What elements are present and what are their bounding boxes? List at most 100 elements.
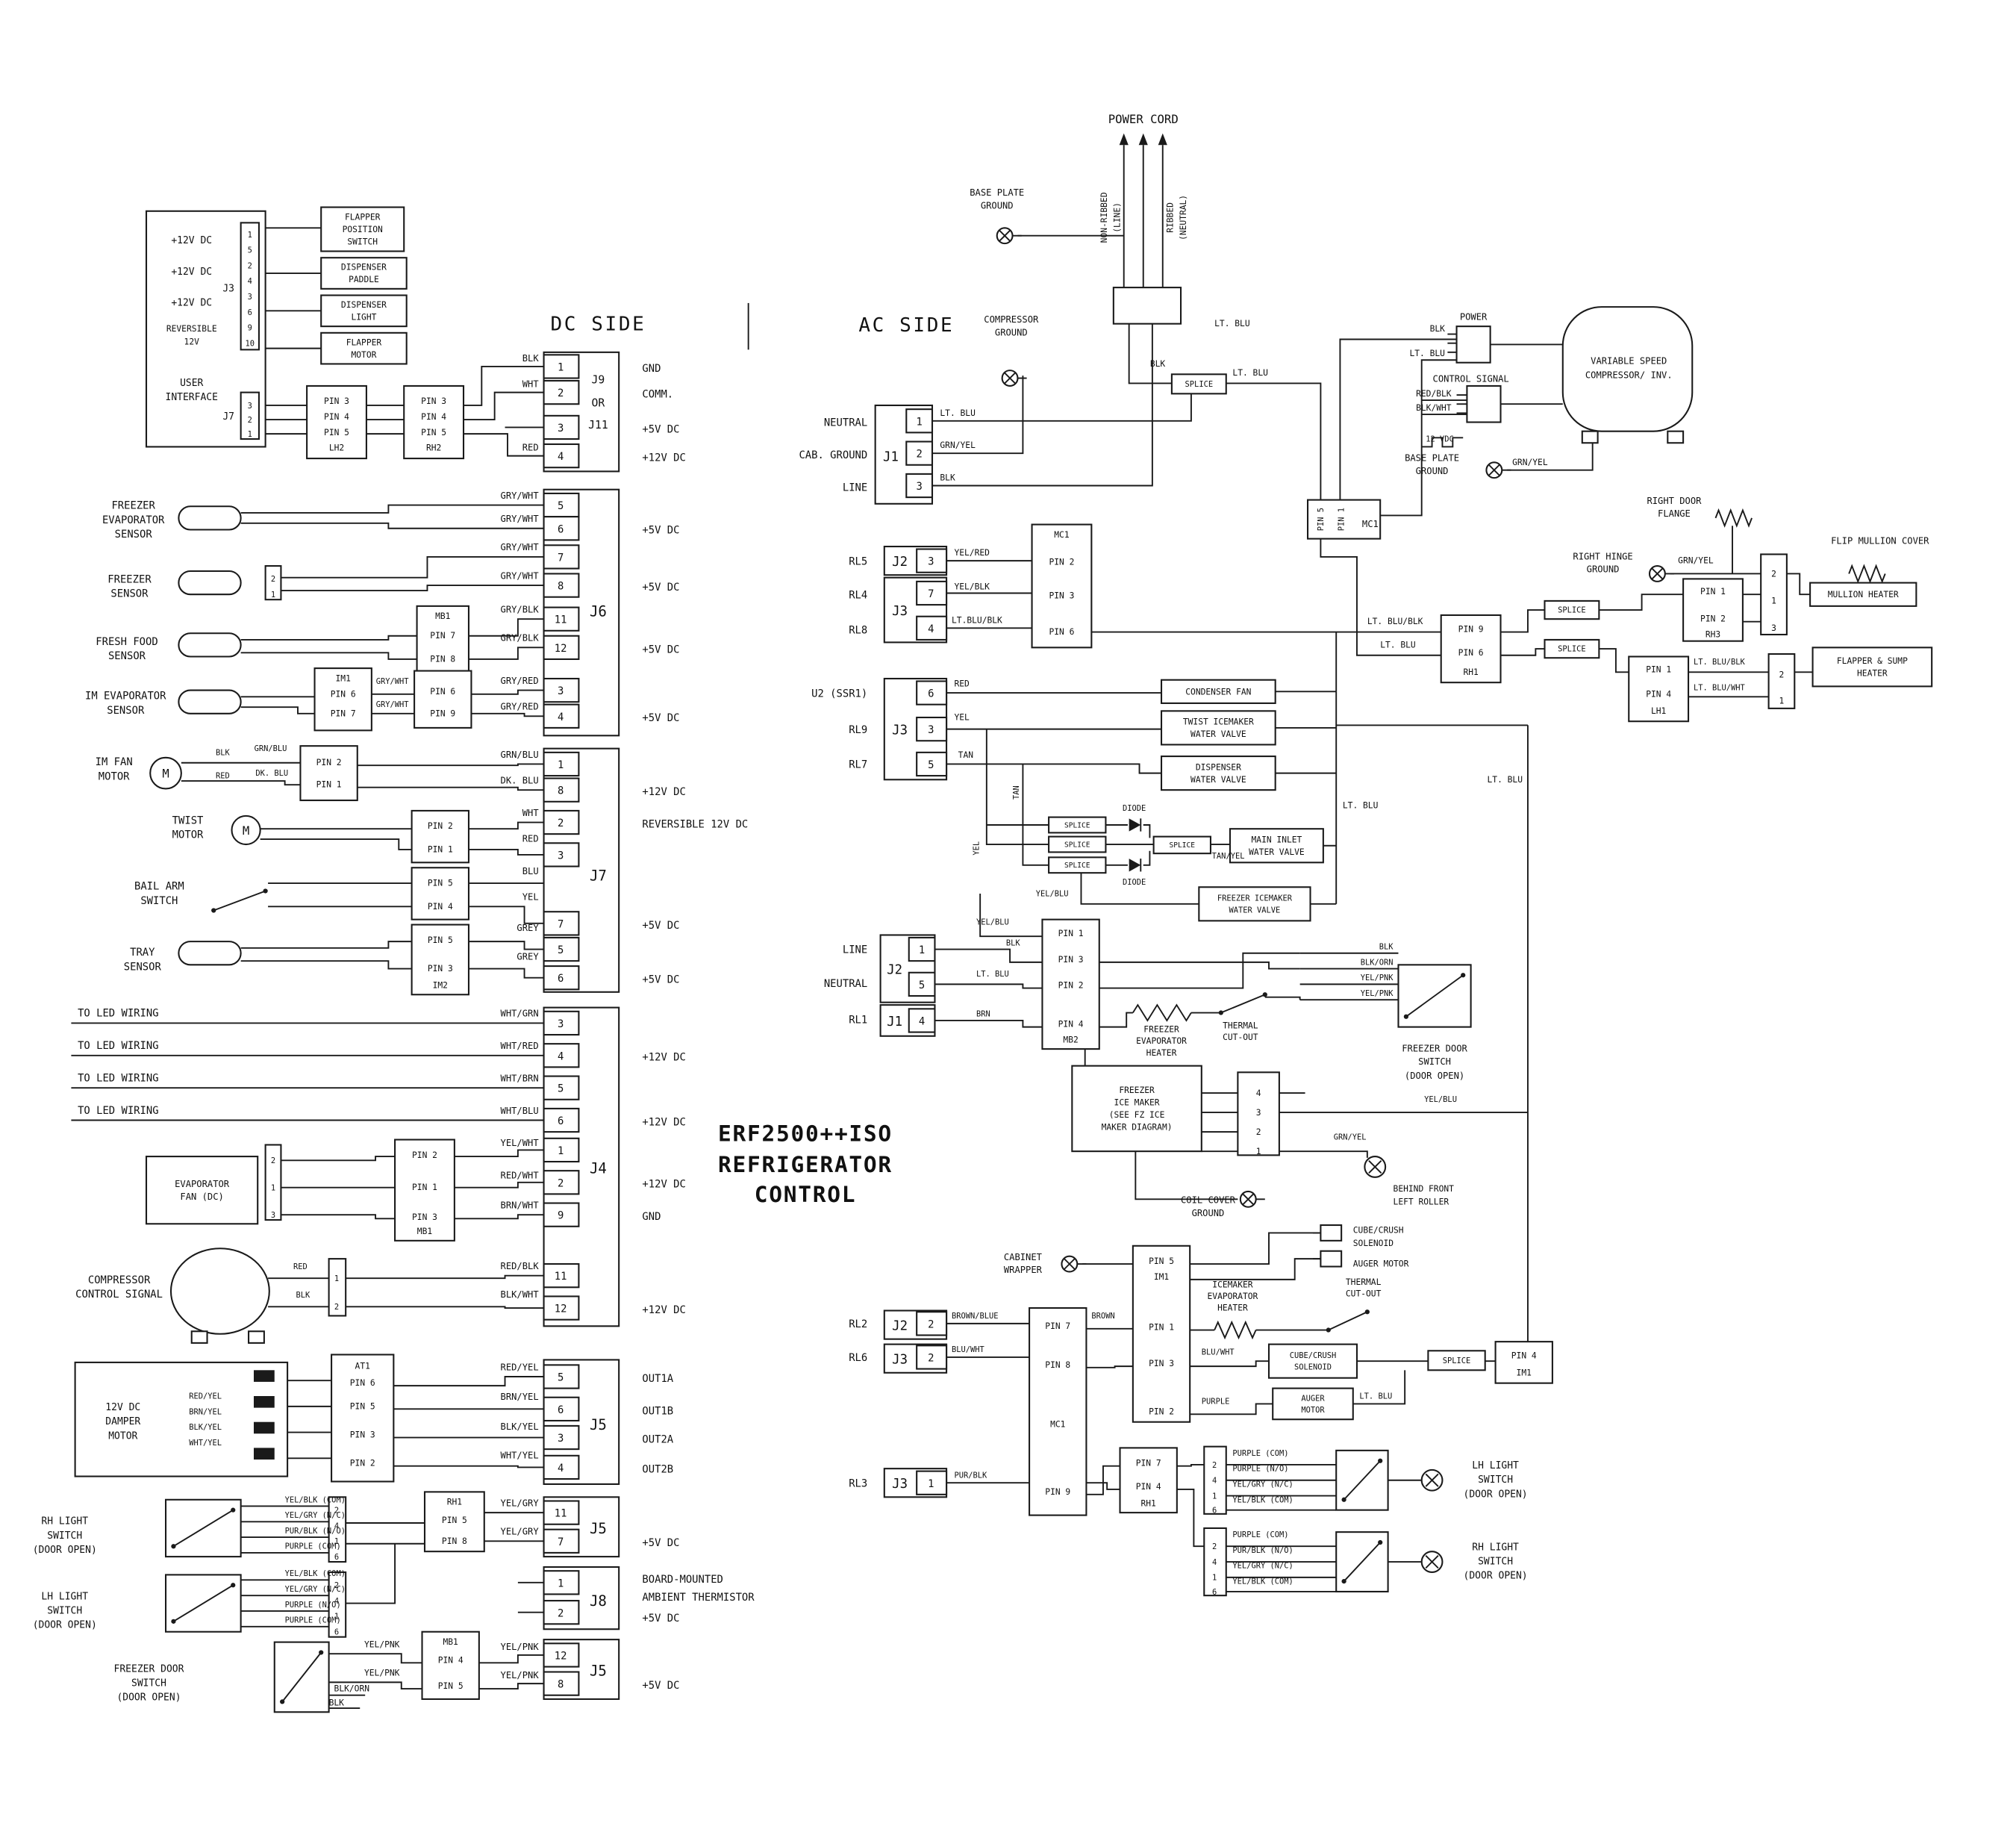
wire <box>240 522 544 529</box>
pin-cell <box>543 379 580 405</box>
box-plain <box>1466 384 1502 423</box>
wire <box>1022 764 1049 866</box>
label-yel-blk-com: YEL/BLK (COM) <box>1232 1495 1293 1504</box>
box-splice <box>1048 856 1107 874</box>
label-j3: J3 <box>222 283 234 294</box>
box-splice <box>1170 373 1227 395</box>
label-rl1: RL1 <box>849 1014 867 1026</box>
label-splice: SPLICE <box>1185 380 1214 389</box>
motor-icon: M <box>231 814 261 846</box>
pin-cell <box>905 473 934 499</box>
label-5v-dc: +5V DC <box>642 644 679 655</box>
label-compressor: COMPRESSOR <box>88 1274 151 1286</box>
pin-number: 3 <box>928 556 934 568</box>
box-plain <box>1307 499 1382 540</box>
label-yel-blk-com: YEL/BLK (COM) <box>1232 1577 1293 1586</box>
label-power: POWER <box>1460 311 1488 322</box>
label-right-hinge: RIGHT HINGE <box>1573 551 1632 561</box>
pin-number: 1 <box>271 1184 275 1193</box>
label-wht: WHT <box>522 808 540 818</box>
label-blk-orn: BLK/ORN <box>334 1684 370 1694</box>
pin-number: 1 <box>248 231 252 240</box>
label-blk-orn: BLK/ORN <box>1361 958 1394 967</box>
label-im1: IM1 <box>336 673 352 683</box>
pin-number: 11 <box>555 1271 567 1283</box>
label-damper: DAMPER <box>105 1416 140 1427</box>
wire <box>464 391 544 420</box>
label-red: RED <box>522 443 539 453</box>
label-splice: SPLICE <box>1170 841 1196 850</box>
connector-pins <box>1203 1445 1227 1515</box>
pin-cell <box>543 1364 580 1389</box>
label-pin-3: PIN 3 <box>421 396 446 406</box>
label-brn-yel: BRN/YEL <box>501 1392 539 1402</box>
label-mullion-heater: MULLION HEATER <box>1828 590 1899 599</box>
pin-number: 3 <box>558 1018 564 1030</box>
pin-number: 1 <box>1212 1492 1217 1501</box>
wire <box>946 763 1162 774</box>
wire <box>1099 1012 1133 1028</box>
connector-pins <box>328 1258 347 1317</box>
pin-number: 1 <box>271 591 275 599</box>
pin-number: 2 <box>1771 569 1776 579</box>
label-pin-2: PIN 2 <box>428 821 453 831</box>
label-splice: SPLICE <box>1558 606 1586 615</box>
cap-icon <box>178 505 242 531</box>
wire <box>393 1465 544 1468</box>
label-5v-dc: +5V DC <box>642 582 679 594</box>
wire <box>468 647 544 660</box>
pin-cell <box>916 751 948 777</box>
label-cut-out: CUT-OUT <box>1223 1032 1258 1042</box>
label-to-led-wiring: TO LED WIRING <box>78 1008 158 1020</box>
pin-number: 4 <box>558 711 564 723</box>
label-yel-blu: YEL/BLU <box>1036 889 1069 898</box>
label-blk: BLK <box>1379 943 1394 952</box>
label-reversible: REVERSIBLE <box>166 324 217 334</box>
label-blk-yel: BLK/YEL <box>501 1421 539 1432</box>
label-pin-1: PIN 1 <box>412 1183 437 1192</box>
cap-icon <box>178 632 242 658</box>
wire <box>946 1482 1120 1490</box>
label-door-open: (DOOR OPEN) <box>1464 1571 1528 1582</box>
pin-cell <box>543 492 580 518</box>
box-auger <box>1272 1387 1354 1421</box>
label-5v-dc: +5V DC <box>642 1680 679 1692</box>
label-freezer-door: FREEZER DOOR <box>1402 1044 1467 1054</box>
label-ground: GROUND <box>1192 1208 1225 1218</box>
label-pin-4: PIN 4 <box>1511 1351 1537 1361</box>
label-lt-blu: LT. BLU <box>1380 640 1415 650</box>
label-purple-n-o: PURPLE (N/O) <box>285 1601 341 1610</box>
diode-icon <box>1129 859 1142 872</box>
label-base-plate: BASE PLATE <box>970 187 1024 198</box>
label-lt-blu: LT. BLU <box>1409 349 1444 358</box>
label-left-roller: LEFT ROLLER <box>1394 1197 1449 1206</box>
label-rl7: RL7 <box>849 759 867 771</box>
connector-label-j2: J2 <box>892 1319 908 1334</box>
pin-cell <box>543 354 580 379</box>
connector-label-j6: J6 <box>590 604 607 620</box>
lever-icon <box>1218 992 1267 1015</box>
label-blk: BLK <box>940 473 955 483</box>
diode-icon <box>1129 818 1142 832</box>
pin-number: 6 <box>1212 1506 1217 1515</box>
label-door-open: (DOOR OPEN) <box>33 1620 97 1631</box>
wire <box>934 983 1043 989</box>
label-pin-9: PIN 9 <box>1045 1487 1070 1497</box>
label-pin-1: PIN 1 <box>1338 508 1346 531</box>
swbox-icon <box>165 1498 242 1558</box>
wire <box>240 941 412 949</box>
label-compressor: COMPRESSOR <box>984 314 1039 325</box>
diagram-title-line-1: ERF2500++ISO <box>718 1121 893 1147</box>
label-fresh-food: FRESH FOOD <box>96 636 157 648</box>
connector-label-j2: J2 <box>892 555 908 570</box>
wire <box>985 729 1049 845</box>
label-line: (LINE) <box>1113 202 1123 233</box>
pin-number: 2 <box>558 387 564 399</box>
box-twist-icemaker <box>1160 710 1276 746</box>
label-pin-3: PIN 3 <box>1058 955 1084 965</box>
pin-number: 6 <box>558 973 564 985</box>
label-im-fan: IM FAN <box>96 756 133 768</box>
label-motor: MOTOR <box>351 350 376 360</box>
pin-number: 5 <box>248 246 252 255</box>
box-pin-7 <box>1029 1307 1087 1516</box>
